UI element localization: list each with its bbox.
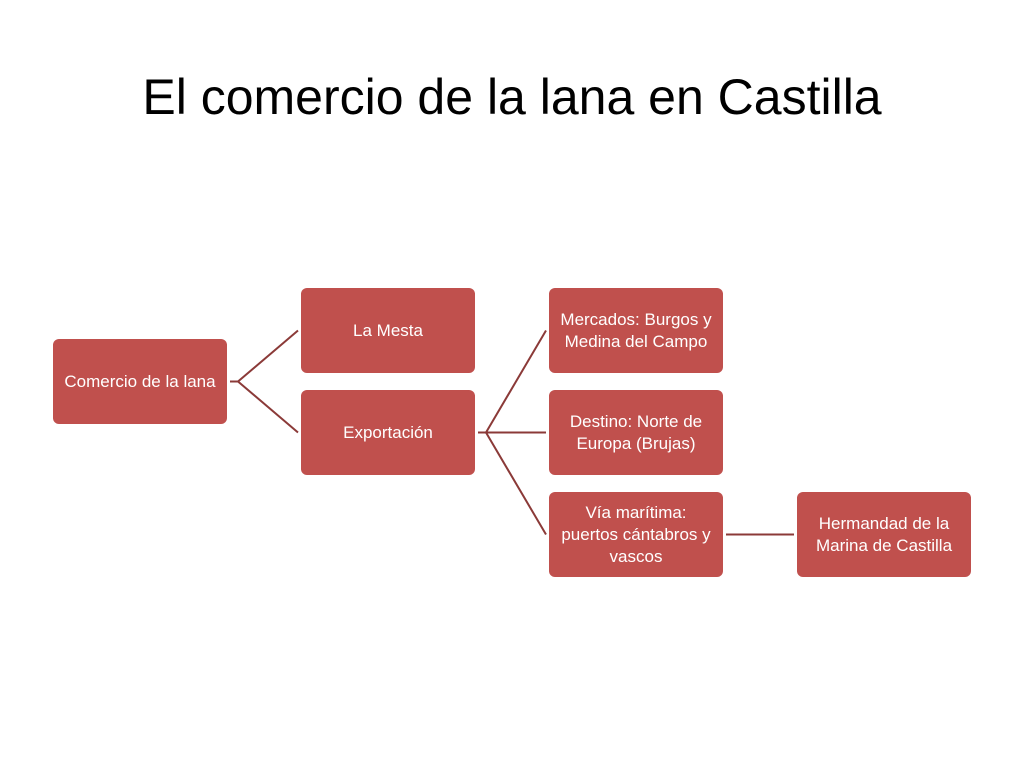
node-exportacion: Exportación [301, 390, 475, 475]
connector-exportacion-mercados [478, 329, 547, 434]
connector-root-exportacion [230, 380, 299, 434]
node-comercio-de-la-lana: Comercio de la lana [53, 339, 227, 424]
node-via-maritima: Vía marítima: puertos cántabros y vascos [549, 492, 723, 577]
slide-title: El comercio de la lana en Castilla [142, 69, 882, 125]
node-hermandad: Hermandad de la Marina de Castilla [797, 492, 971, 577]
node-destino: Destino: Norte de Europa (Brujas) [549, 390, 723, 475]
node-la-mesta: La Mesta [301, 288, 475, 373]
node-mercados: Mercados: Burgos y Medina del Campo [549, 288, 723, 373]
connector-root-mesta [230, 329, 299, 383]
connector-exportacion-via_maritima [478, 431, 547, 536]
